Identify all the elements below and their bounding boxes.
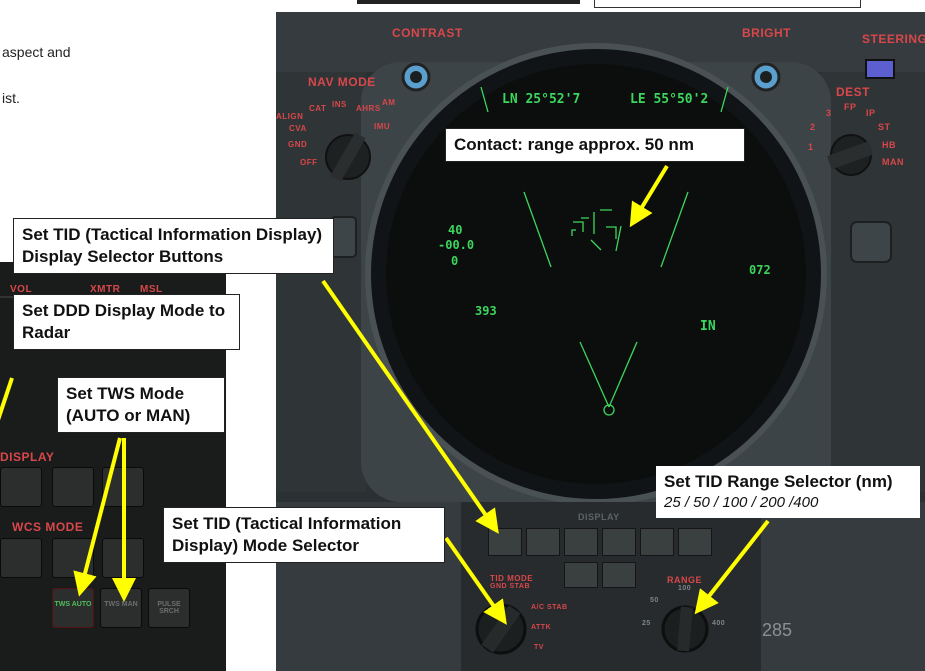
- ddd-display-button-2[interactable]: [52, 467, 94, 507]
- document-text-line1: aspect and: [2, 44, 71, 60]
- tid-display-button-1[interactable]: [488, 528, 522, 556]
- tid-display-button-6[interactable]: [678, 528, 712, 556]
- nav-cva-label: CVA: [289, 124, 307, 133]
- tid-display-button-5[interactable]: [640, 528, 674, 556]
- steering-label: STEERING: [862, 32, 925, 46]
- dest-ip-label: IP: [866, 108, 876, 118]
- crt-heading: 072: [749, 263, 771, 277]
- tws-man-label: TWS MAN: [104, 601, 138, 608]
- xmtr-label: XMTR: [90, 284, 121, 295]
- top-image-fragment: [357, 0, 580, 4]
- crt-altitude-40: 40: [448, 223, 463, 237]
- ddd-display-button-1[interactable]: [0, 467, 42, 507]
- contact-callout: Contact: range approx. 50 nm: [445, 128, 745, 163]
- document-text-line2: ist.: [2, 90, 20, 106]
- dest-3-label: 3: [826, 108, 832, 118]
- crt-in-label: IN: [700, 319, 716, 334]
- tid-display-button-4[interactable]: [602, 528, 636, 556]
- crt-altitude-value: -00.0: [438, 238, 475, 252]
- ownship-right-line: [608, 341, 638, 408]
- nav-off-label: OFF: [300, 158, 318, 167]
- tid-display-button-2[interactable]: [526, 528, 560, 556]
- wcs-mode-button-2[interactable]: [52, 538, 94, 578]
- nav-mode-label: NAV MODE: [308, 75, 376, 89]
- dest-st-label: ST: [878, 122, 891, 132]
- dest-hb-label: HB: [882, 140, 896, 150]
- steering-window: [865, 59, 895, 79]
- tid-mode-label: TID MODE: [490, 574, 534, 583]
- tid-display-button-8[interactable]: [602, 562, 636, 588]
- attk-label: ATTK: [531, 624, 552, 631]
- contact-symbols: [571, 209, 622, 252]
- pulse-srch-button[interactable]: PULSE SRCH: [148, 588, 190, 628]
- tid-mode-selector-callout: Set TID (Tactical Information Display) M…: [163, 507, 445, 564]
- dest-man-label: MAN: [882, 157, 904, 167]
- dest-label: DEST: [836, 85, 871, 99]
- range-100-label: 100: [678, 585, 692, 592]
- crt-latitude: LN 25°52'7: [502, 92, 581, 107]
- crt-left-bracket: [523, 191, 552, 268]
- tws-auto-button[interactable]: TWS AUTO: [52, 588, 94, 628]
- crt-altitude-zero: 0: [451, 254, 459, 268]
- wcs-mode-label: WCS MODE: [12, 520, 84, 534]
- nav-am-label: AM: [382, 98, 396, 107]
- page-number: 285: [762, 620, 793, 640]
- range-25-label: 25: [642, 620, 651, 627]
- tws-man-button[interactable]: TWS MAN: [100, 588, 142, 628]
- range-label: RANGE: [667, 575, 703, 585]
- nav-gnd-label: GND: [288, 140, 308, 149]
- tv-label: TV: [534, 644, 544, 651]
- ownship-left-line: [579, 341, 610, 408]
- tid-crt-screen: [386, 64, 806, 484]
- ac-stab-label: A/C STAB: [531, 604, 568, 611]
- nav-align-label: ALIGN: [276, 112, 304, 121]
- tws-auto-label: TWS AUTO: [54, 601, 92, 608]
- crt-upper-right-line: [720, 86, 729, 113]
- nav-cat-label: CAT: [309, 104, 327, 113]
- vol-label: VOL: [10, 284, 33, 295]
- tid-range-title: Set TID Range Selector (nm): [664, 472, 893, 491]
- nav-imu-label: IMU: [374, 122, 391, 131]
- tid-range-callout: Set TID Range Selector (nm) 25 / 50 / 10…: [656, 466, 920, 518]
- range-400-label: 400: [712, 620, 726, 627]
- tid-display-button-3[interactable]: [564, 528, 598, 556]
- crt-longitude: LE 55°50'2: [630, 92, 709, 107]
- wcs-mode-button-3[interactable]: [102, 538, 144, 578]
- tws-mode-callout: Set TWS Mode (AUTO or MAN): [57, 377, 225, 434]
- side-button: [850, 221, 892, 263]
- display-label: DISPLAY: [0, 450, 55, 464]
- dest-1-label: 1: [808, 142, 814, 152]
- msl-label: MSL: [140, 284, 163, 295]
- crt-speed: 393: [475, 304, 497, 318]
- tid-display-selector-callout: Set TID (Tactical Information Display) D…: [13, 218, 334, 275]
- tid-display-button-7[interactable]: [564, 562, 598, 588]
- dest-fp-label: FP: [844, 102, 857, 112]
- ddd-display-button-3[interactable]: [102, 467, 144, 507]
- crt-right-bracket: [660, 191, 689, 268]
- tid-cockpit-panel: CONTRAST BRIGHT STEERING NAV MODE ALIGN …: [276, 12, 925, 671]
- crt-upper-left-line: [480, 86, 489, 113]
- range-50-label: 50: [650, 597, 659, 604]
- contrast-label: CONTRAST: [392, 26, 463, 40]
- nav-ins-label: INS: [332, 100, 347, 109]
- gnd-stab-label: GND STAB: [490, 583, 531, 590]
- display-panel-label: DISPLAY: [578, 512, 620, 522]
- ddd-mode-callout: Set DDD Display Mode to Radar: [13, 294, 240, 351]
- wcs-mode-button-1[interactable]: [0, 538, 42, 578]
- dest-2-label: 2: [810, 122, 816, 132]
- top-box-fragment: [594, 0, 861, 8]
- nav-ahrs-label: AHRS: [356, 104, 381, 113]
- pulse-srch-label: PULSE SRCH: [157, 601, 181, 615]
- bright-label: BRIGHT: [742, 26, 791, 40]
- ownship-symbol: [603, 404, 615, 416]
- tid-range-values: 25 / 50 / 100 / 200 /400: [664, 494, 819, 512]
